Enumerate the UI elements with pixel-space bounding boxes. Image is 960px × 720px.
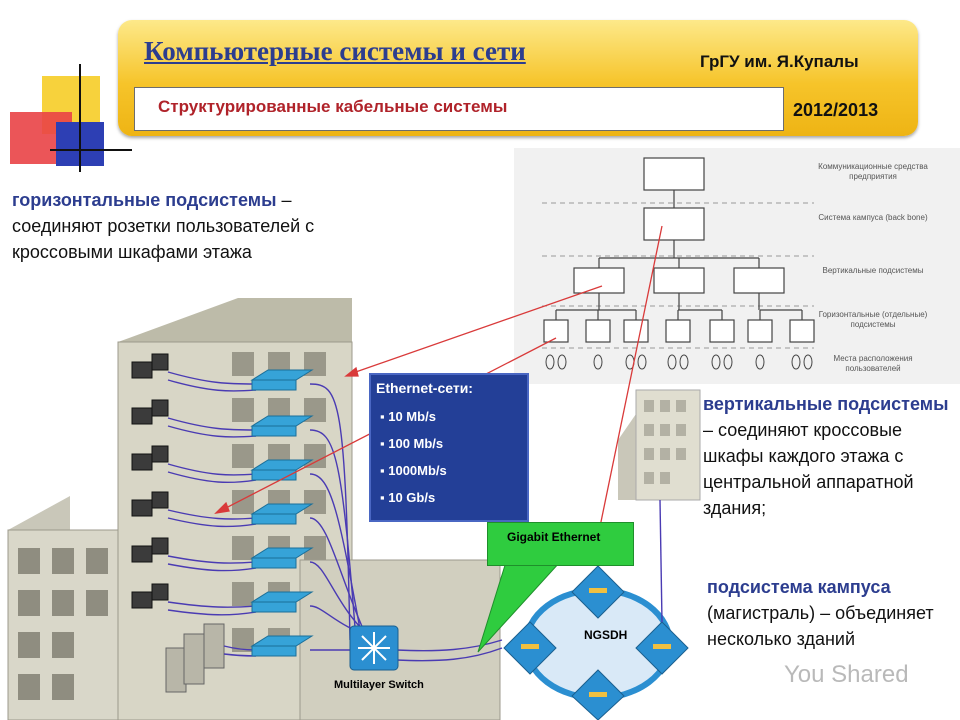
university-name: ГрГУ им. Я.Купалы (700, 52, 859, 71)
ethernet-speed-10gb: 10 Gb/s (388, 490, 436, 505)
hierarchy-label-horizontal: Горизонтальные (отдельные) подсистемы (818, 310, 928, 329)
page-title: Компьютерные системы и сети (144, 36, 526, 66)
ethernet-speed-10mb: 10 Mb/s (388, 409, 436, 424)
academic-year: 2012/2013 (793, 100, 879, 120)
gigabit-callout (487, 522, 634, 566)
page-subtitle: Структурированные кабельные системы (158, 97, 508, 116)
ethernet-box (369, 373, 529, 522)
campus-subsystem-term: подсистема кампуса (707, 577, 891, 597)
gigabit-label: Gigabit Ethernet (507, 530, 601, 544)
ethernet-speed-item: ▪ 10 Mb/s (380, 409, 436, 424)
ngsdh-label: NGSDH (584, 628, 628, 642)
horizontal-subsystem-term: горизонтальные подсистемы (12, 190, 277, 210)
watermark: You Shared (784, 661, 909, 688)
hierarchy-label-enterprise: Коммуникационные средства предприятия (818, 162, 928, 181)
campus-subsystem-desc: (магистраль) – объединяет несколько здан… (707, 603, 934, 649)
hierarchy-label-campus: Система кампуса (back bone) (818, 213, 928, 222)
ethernet-title: Ethernet-сети: (376, 380, 473, 396)
decorative-squares (10, 64, 132, 172)
ethernet-speed-100mb: 100 Mb/s (388, 436, 444, 451)
ethernet-speed-item: ▪ 10 Gb/s (380, 490, 436, 505)
ethernet-speed-item: ▪ 100 Mb/s (380, 436, 444, 451)
horizontal-subsystem-desc: – соединяют розетки пользователей с крос… (12, 190, 315, 262)
subtitle-box (134, 87, 784, 131)
horizontal-subsystem-text: горизонтальные подсистемы – соединяют ро… (12, 187, 342, 265)
hierarchy-label-vertical: Вертикальные подсистемы (822, 266, 924, 275)
campus-subsystem-text: подсистема кампуса (магистраль) – объеди… (707, 574, 947, 652)
ethernet-speed-item: ▪ 1000Mb/s (380, 463, 447, 478)
vertical-subsystem-desc: – соединяют кроссовые шкафы каждого этаж… (703, 420, 914, 518)
ethernet-speed-1000mb: 1000Mb/s (388, 463, 447, 478)
multilayer-switch-label: Multilayer Switch (334, 679, 424, 691)
vertical-subsystem-term: вертикальные подсистемы (703, 394, 949, 414)
hierarchy-label-users: Места расположения пользователей (833, 354, 913, 373)
vertical-subsystem-text: вертикальные подсистемы – соединяют крос… (703, 391, 953, 521)
hierarchy-diagram (514, 148, 960, 384)
